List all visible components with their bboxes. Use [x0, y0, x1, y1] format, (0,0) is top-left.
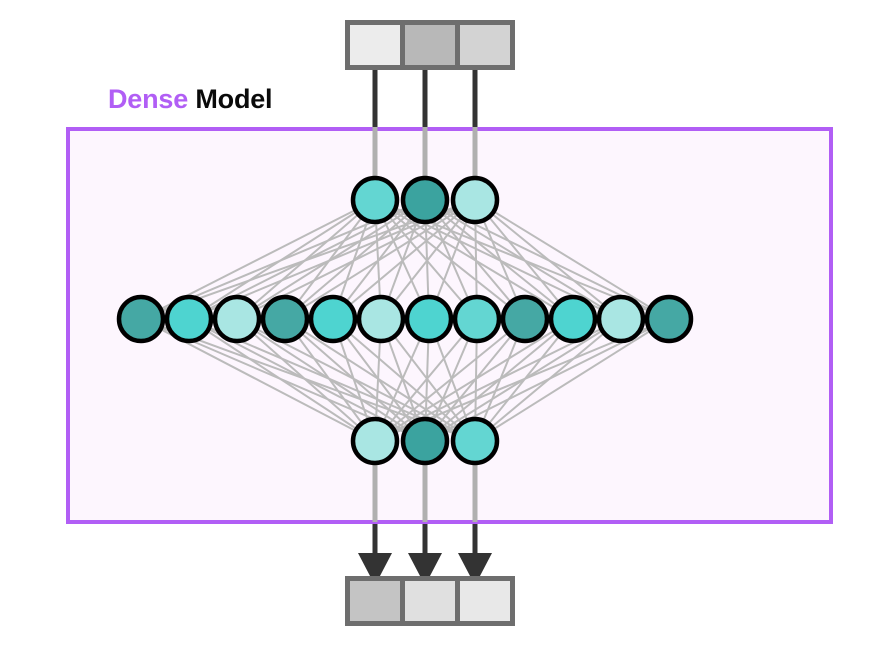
- input-token-bar: [345, 20, 515, 70]
- neuron-node: [350, 416, 400, 466]
- title-word-dense: Dense: [108, 84, 189, 114]
- neuron-node: [500, 294, 550, 344]
- edge-line: [374, 318, 478, 442]
- page-title: Dense Model: [108, 84, 273, 114]
- edge-line: [374, 318, 574, 442]
- token-cell: [350, 581, 400, 621]
- token-cell: [405, 25, 455, 65]
- token-cell: [350, 25, 400, 65]
- title-word-model: Model: [195, 84, 273, 114]
- edge-line: [236, 318, 376, 442]
- token-cell: [460, 581, 510, 621]
- edge-line: [188, 318, 376, 442]
- token-cell: [460, 25, 510, 65]
- edge-line: [380, 199, 476, 320]
- neuron-node: [596, 294, 646, 344]
- neuron-node: [260, 294, 310, 344]
- output-token-bar: [345, 576, 515, 626]
- neuron-node: [308, 294, 358, 344]
- neuron-node: [350, 175, 400, 225]
- neuron-node: [404, 294, 454, 344]
- neuron-node: [400, 175, 450, 225]
- edge-line: [374, 318, 526, 442]
- token-cell: [405, 581, 455, 621]
- edge-line: [284, 318, 376, 442]
- neuron-node: [452, 294, 502, 344]
- edge-line: [474, 199, 670, 320]
- network-nodes: [116, 175, 694, 466]
- neuron-node: [644, 294, 694, 344]
- edge-line: [284, 199, 476, 320]
- neuron-node: [400, 416, 450, 466]
- neuron-node: [450, 416, 500, 466]
- neuron-node: [164, 294, 214, 344]
- edge-line: [474, 199, 622, 320]
- neuron-node: [212, 294, 262, 344]
- neuron-node: [116, 294, 166, 344]
- io-stems: [358, 70, 492, 586]
- edge-line: [332, 199, 476, 320]
- edge-line: [474, 199, 574, 320]
- neuron-node: [450, 175, 500, 225]
- neuron-node: [548, 294, 598, 344]
- edge-line: [474, 318, 670, 442]
- neuron-node: [356, 294, 406, 344]
